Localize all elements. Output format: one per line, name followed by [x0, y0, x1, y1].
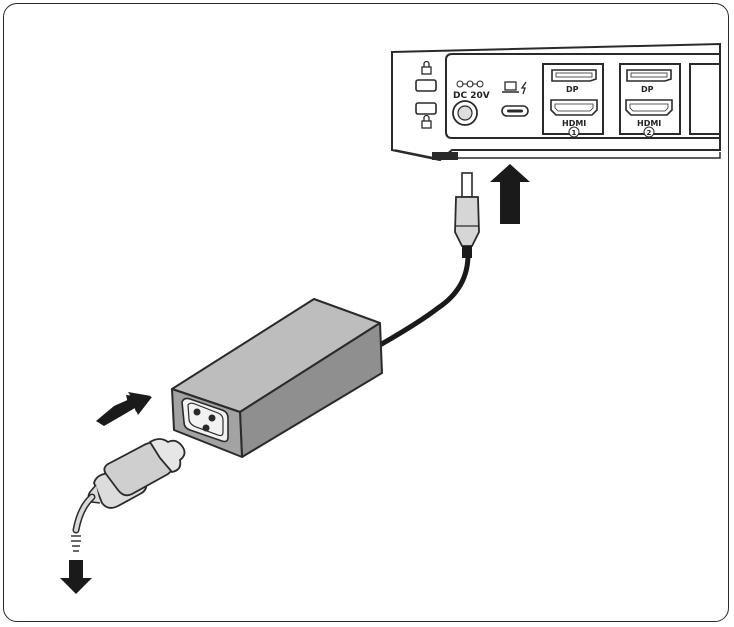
dp-label-2: DP	[641, 85, 654, 94]
dc-in-port	[452, 100, 478, 126]
insert-up-arrow-icon	[490, 164, 530, 224]
dc-polarity-icon	[456, 80, 484, 88]
dp-label-1: DP	[566, 85, 579, 94]
power-adapter	[171, 298, 383, 458]
dc-barrel-plug	[454, 172, 480, 258]
security-slot-bottom	[415, 102, 437, 115]
ac-power-cord-plug	[87, 438, 186, 509]
port-number-2: 2	[647, 129, 652, 137]
outlet-down-arrow-icon	[60, 560, 92, 594]
cord-continuation-dashes	[71, 535, 81, 552]
hdmi-port-1	[550, 99, 598, 116]
ac-inlet	[181, 397, 229, 443]
video-port-group-1: DP HDMI 1	[542, 63, 604, 138]
kensington-lock-icon	[421, 114, 432, 129]
laptop-power-icon	[502, 81, 527, 95]
port-number-1: 1	[572, 129, 577, 137]
docking-station: DC 20V DP HDMI 1	[391, 42, 721, 162]
lock-icon	[421, 60, 432, 75]
hdmi-label-2: HDMI	[637, 119, 661, 128]
hdmi-port-2	[625, 99, 673, 116]
hdmi-label-1: HDMI	[562, 119, 586, 128]
dc-20v-label: DC 20V	[453, 91, 490, 101]
security-slot-top	[415, 79, 437, 92]
video-port-group-2: DP HDMI 2	[619, 63, 681, 138]
dc-cable	[377, 252, 471, 348]
